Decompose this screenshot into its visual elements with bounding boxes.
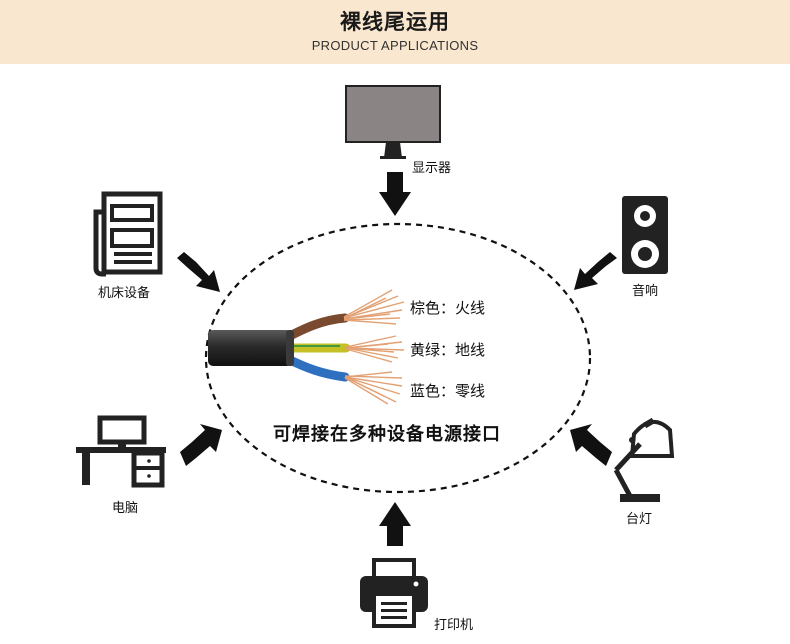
computer-icon (76, 415, 166, 488)
wire-label-blue: 蓝色：零线 (410, 382, 486, 400)
label-machine: 机床设备 (98, 286, 151, 301)
arrow-left-up-icon (570, 424, 612, 466)
blue-wire (281, 353, 350, 382)
arrow-left-down-icon (574, 252, 617, 290)
arrow-right-down-icon (177, 252, 220, 292)
speaker-icon (622, 196, 668, 274)
page-title: 裸线尾运用 (340, 10, 450, 34)
machine-equipment-icon (93, 191, 163, 277)
wire-label-yellow-green: 黄绿：地线 (410, 341, 486, 359)
desk-lamp-icon (613, 417, 675, 502)
page-subtitle: PRODUCT APPLICATIONS (311, 38, 479, 53)
center-caption: 可焊接在多种设备电源接口 (273, 424, 501, 445)
arrow-right-up-icon (180, 424, 222, 466)
arrow-up-icon (379, 502, 411, 546)
dashed-ellipse (204, 222, 592, 494)
cable-jacket (208, 330, 292, 366)
brown-wire (281, 313, 350, 343)
wire-label-brown: 棕色：火线 (410, 299, 486, 317)
label-printer: 打印机 (434, 618, 474, 633)
label-monitor: 显示器 (412, 161, 452, 176)
arrow-down-icon (379, 172, 411, 216)
label-speaker: 音响 (632, 284, 659, 299)
copper-strands-blue (344, 371, 403, 405)
label-lamp: 台灯 (626, 512, 653, 527)
copper-strands-yellow-green (345, 335, 405, 363)
label-computer: 电脑 (112, 501, 139, 516)
cable-illustration (208, 289, 405, 405)
monitor-icon (345, 85, 441, 159)
copper-strands-brown (343, 289, 405, 325)
printer-icon (360, 558, 428, 628)
header-banner: 裸线尾运用 PRODUCT APPLICATIONS (0, 0, 790, 64)
